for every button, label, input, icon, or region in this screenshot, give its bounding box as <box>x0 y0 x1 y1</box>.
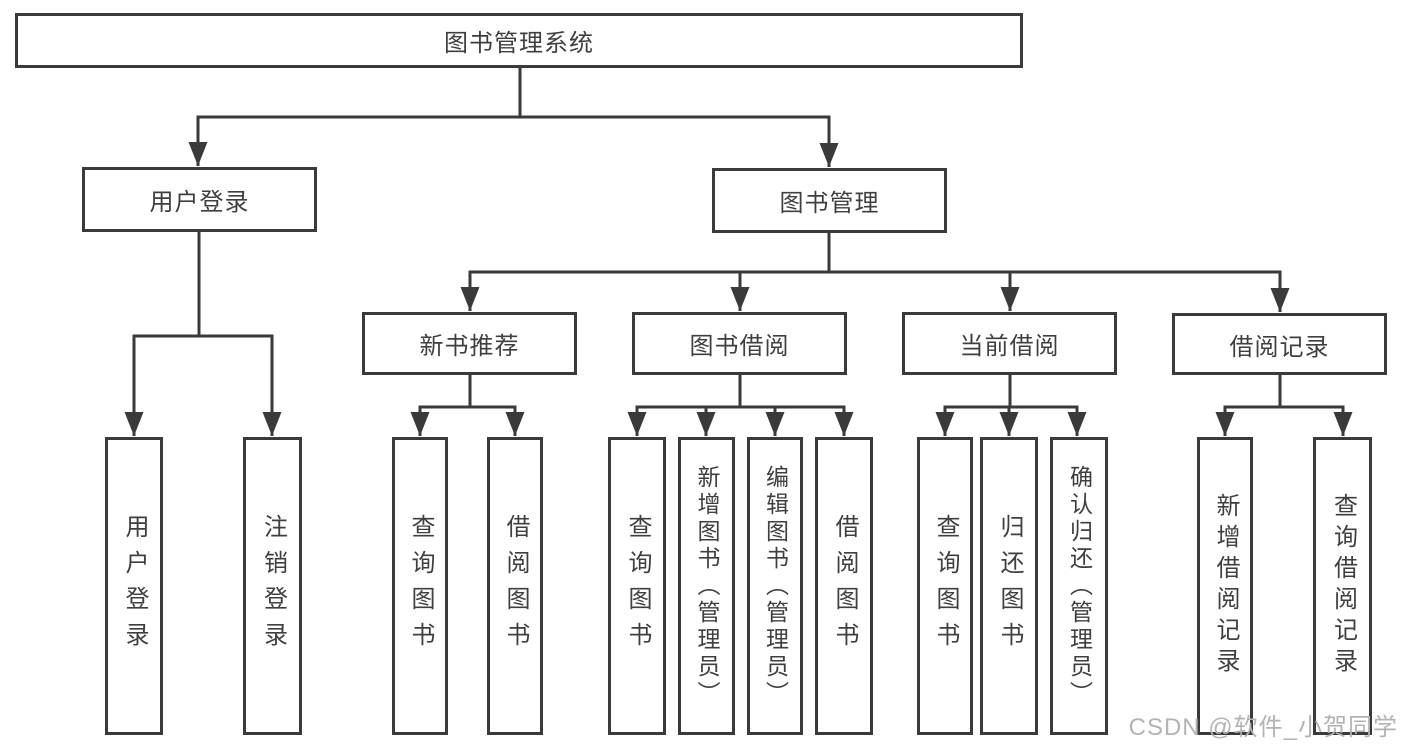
leaf-label: 归还图书 <box>996 514 1023 658</box>
node-book-borrowing: 图书借阅 <box>632 312 847 375</box>
leaf-query-books-recommend: 查询图书 <box>392 437 448 735</box>
leaf-borrow-books-borrowing: 借阅图书 <box>815 437 873 735</box>
leaf-label: 查询图书 <box>932 514 959 658</box>
leaf-query-borrow-record: 查询借阅记录 <box>1313 437 1372 735</box>
leaf-logout: 注销登录 <box>243 437 302 735</box>
leaf-label: 新增借阅记录 <box>1212 493 1239 679</box>
leaf-label: 确认归还（管理员） <box>1066 464 1093 708</box>
leaf-query-books-current: 查询图书 <box>917 437 973 735</box>
leaf-return-books: 归还图书 <box>980 437 1038 735</box>
leaf-user-login: 用户登录 <box>105 437 163 735</box>
leaf-label: 查询图书 <box>407 514 434 658</box>
leaf-add-borrow-record: 新增借阅记录 <box>1197 437 1253 735</box>
leaf-query-books-borrowing: 查询图书 <box>608 437 666 735</box>
leaf-label: 借阅图书 <box>502 514 529 658</box>
node-borrowing-records: 借阅记录 <box>1172 313 1387 375</box>
leaf-label: 用户登录 <box>121 514 148 658</box>
leaf-label: 借阅图书 <box>831 514 858 658</box>
node-current-borrowing: 当前借阅 <box>902 312 1117 375</box>
node-new-book-recommend: 新书推荐 <box>362 312 577 375</box>
leaf-confirm-return-admin: 确认归还（管理员） <box>1050 437 1108 735</box>
leaf-label: 注销登录 <box>259 514 287 658</box>
leaf-label: 编辑图书（管理员） <box>762 464 789 708</box>
node-library-system: 图书管理系统 <box>15 13 1023 68</box>
leaf-add-books-admin: 新增图书（管理员） <box>678 437 735 735</box>
connector-path <box>132 66 1345 409</box>
node-book-management: 图书管理 <box>712 168 947 233</box>
leaf-label: 查询借阅记录 <box>1329 493 1357 679</box>
leaf-label: 查询图书 <box>624 514 651 658</box>
leaf-borrow-books-recommend: 借阅图书 <box>487 437 543 735</box>
leaf-label: 新增图书（管理员） <box>694 464 720 708</box>
leaf-edit-books-admin: 编辑图书（管理员） <box>747 437 803 735</box>
node-user-login: 用户登录 <box>82 167 317 232</box>
csdn-watermark: CSDN @软件_小贺同学 <box>1128 714 1398 741</box>
connector-arrows <box>124 117 1353 436</box>
